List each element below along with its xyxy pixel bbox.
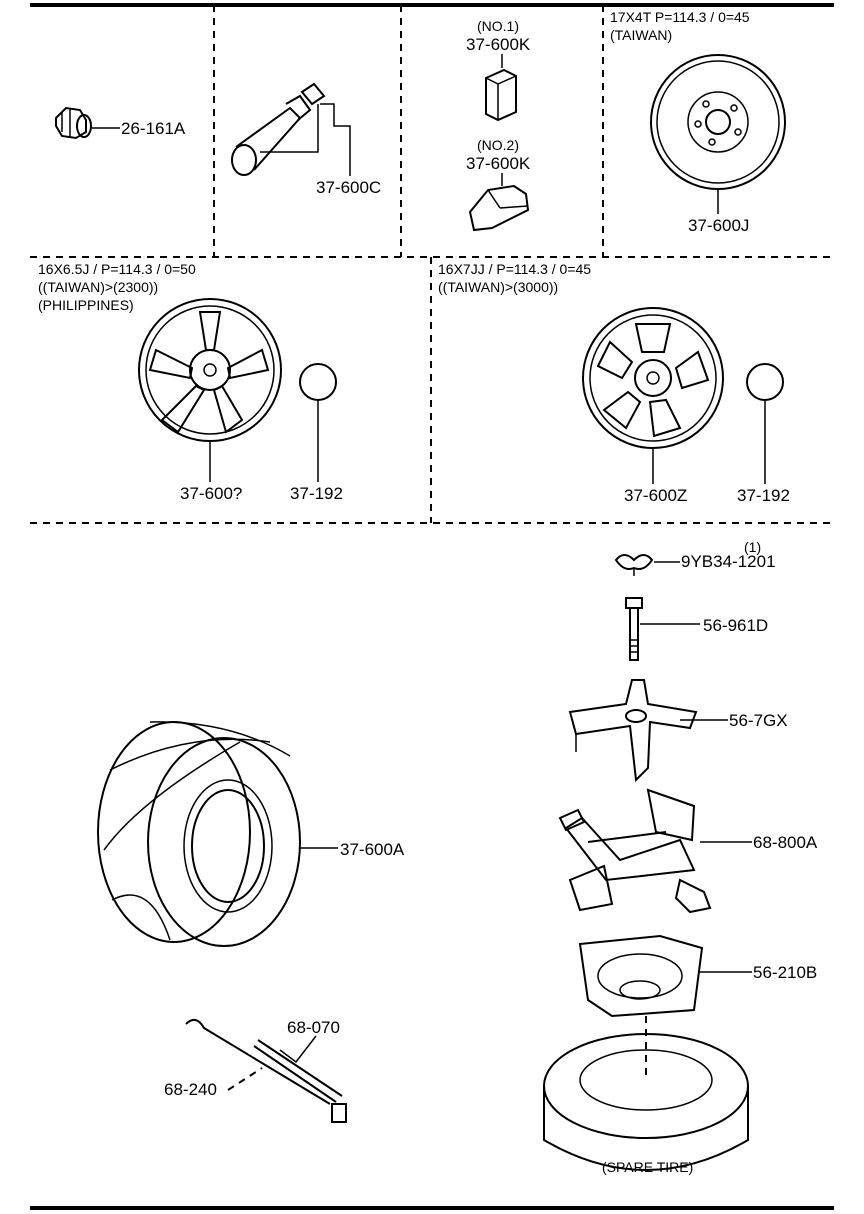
part-label-sensor-1: 37-600K [466,35,531,54]
part-label-jack-handle: 68-070 [287,1018,340,1037]
wing-nut-quantity: (1) [744,539,761,555]
sensor-1-drawing [485,68,517,122]
jack-handle-drawing [185,1018,347,1123]
spare-wheel-drawing [650,54,786,190]
tire-drawing [97,721,301,947]
leader-line [320,103,351,176]
part-label-wrench: 68-240 [164,1080,217,1099]
part-label-valve-stem: 37-600C [316,178,381,197]
leader-line [279,1035,317,1064]
spec-wheel-b-line1: 16X7JJ / P=114.3 / 0=45 [438,261,591,277]
spare-tire-text: (SPARE TIRE) [602,1159,693,1175]
leader-line [227,1067,263,1091]
part-label-sensor-2: 37-600K [466,154,531,173]
tray-drawing [578,934,704,1018]
part-label-wing-nut: 9YB34-1201 [681,552,776,571]
sensor-2-note: (NO.2) [477,137,519,153]
lug-nut-drawing [55,106,92,140]
spec-wheel-a-line3: (PHILIPPINES) [38,297,134,313]
part-label-center-cap-b: 37-192 [737,486,790,505]
part-label-tray: 56-210B [753,963,817,982]
spec-spare-line2: (TAIWAN) [610,27,672,43]
spec-wheel-b-line2: ((TAIWAN)>(3000)) [438,279,558,295]
sensor-2-drawing [468,184,530,232]
center-cap-b-drawing [746,363,784,401]
valve-stem-drawing [231,82,326,176]
sensor-1-note: (NO.1) [477,18,519,34]
alloy-wheel-a-drawing [138,298,282,442]
spare-tire-drawing [543,1033,749,1171]
part-label-lug-nut: 26-161A [121,119,186,138]
wing-nut-drawing [614,554,654,576]
bracket-drawing [568,679,698,783]
part-label-jack: 68-800A [753,833,818,852]
part-label-alloy-wheel-b: 37-600Z [624,486,687,505]
part-label-tire: 37-600A [340,840,405,859]
alloy-wheel-b-drawing [582,307,724,449]
spec-wheel-a-line2: ((TAIWAN)>(2300)) [38,279,158,295]
spec-wheel-a-line1: 16X6.5J / P=114.3 / 0=50 [38,261,196,277]
spec-spare-line1: 17X4T P=114.3 / 0=45 [610,9,750,25]
part-label-bolt: 56-961D [703,616,768,635]
bolt-drawing [625,597,643,661]
part-label-bracket: 56-7GX [729,711,788,730]
leader-line [260,104,319,153]
part-label-alloy-wheel-a: 37-600? [180,484,242,503]
part-label-center-cap-a: 37-192 [290,484,343,503]
center-cap-a-drawing [299,363,337,401]
jack-drawing [558,788,712,914]
part-label-spare-wheel: 37-600J [688,216,749,235]
